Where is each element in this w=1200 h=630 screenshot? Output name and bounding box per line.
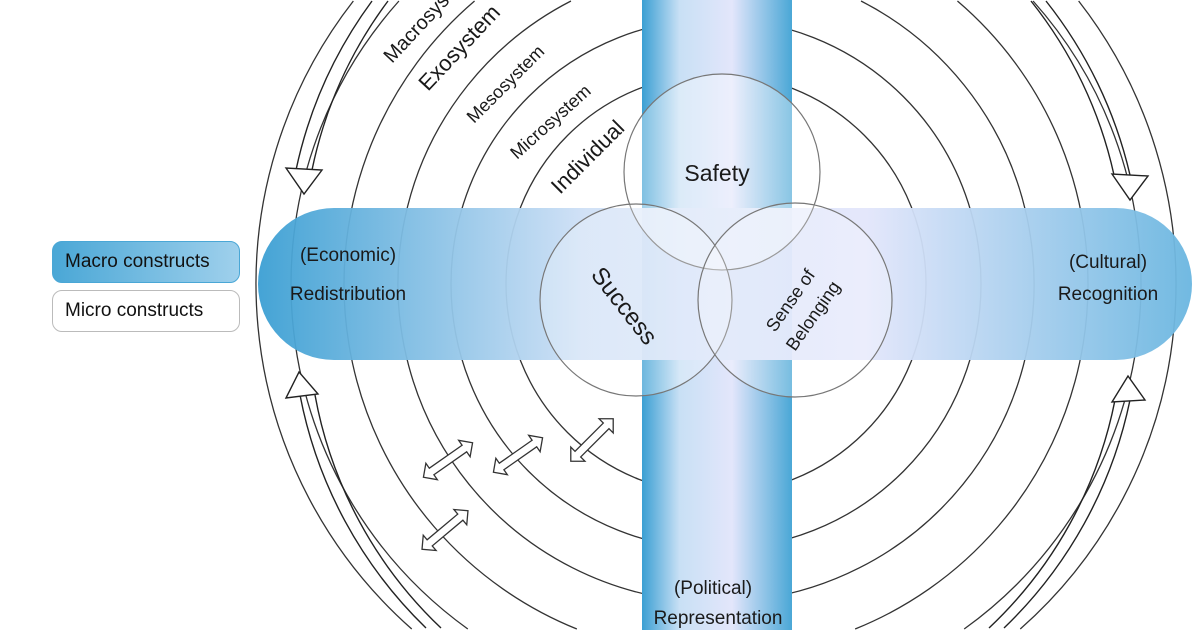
curved-arrow-top-right-inner [1030, 0, 1115, 176]
economic-qualifier: (Economic) [300, 245, 396, 266]
recognition-label: Recognition [1058, 284, 1158, 305]
label-mesosystem: Mesosystem [463, 41, 549, 127]
double-arrow-icon [570, 418, 614, 462]
redistribution-label: Redistribution [290, 284, 406, 305]
curved-arrow-bottom-left-icon [299, 394, 427, 629]
venn-safety [623, 73, 821, 271]
legend-macro-constructs: Macro constructs [52, 241, 240, 283]
curved-arrow-bottom-right-icon [1003, 399, 1131, 629]
curved-arrow-top-left-inner [311, 0, 389, 171]
double-arrow-icon [421, 508, 469, 552]
double-arrow-icon [422, 439, 474, 481]
arrowhead-bottom-left-icon [284, 370, 320, 399]
venn-success [539, 203, 733, 397]
cultural-qualifier: (Cultural) [1069, 252, 1147, 273]
safety-label: Safety [684, 160, 750, 186]
curved-arrows [284, 0, 1150, 629]
venn-belonging [697, 202, 893, 398]
arrowhead-top-right-icon [1110, 173, 1150, 202]
venn-circles [539, 73, 893, 398]
legend-micro-constructs: Micro constructs [52, 290, 240, 332]
political-band-lower [642, 360, 792, 630]
arrowhead-bottom-right-icon [1110, 374, 1147, 403]
curved-arrow-top-right-icon [1045, 0, 1131, 176]
double-arrows [421, 418, 614, 552]
political-qualifier: (Political) [674, 578, 752, 599]
system-labels: Macrosystem Exosystem Mesosystem Microsy… [380, 0, 630, 199]
curved-arrow-top-left-icon [295, 0, 373, 171]
economic-cultural-band [258, 208, 1192, 360]
arrowhead-top-left-icon [284, 167, 324, 196]
double-arrow-icon [492, 434, 544, 476]
curved-arrow-bottom-right-inner [988, 399, 1116, 629]
representation-label: Representation [654, 608, 783, 629]
curved-arrow-bottom-left-inner [314, 394, 442, 629]
